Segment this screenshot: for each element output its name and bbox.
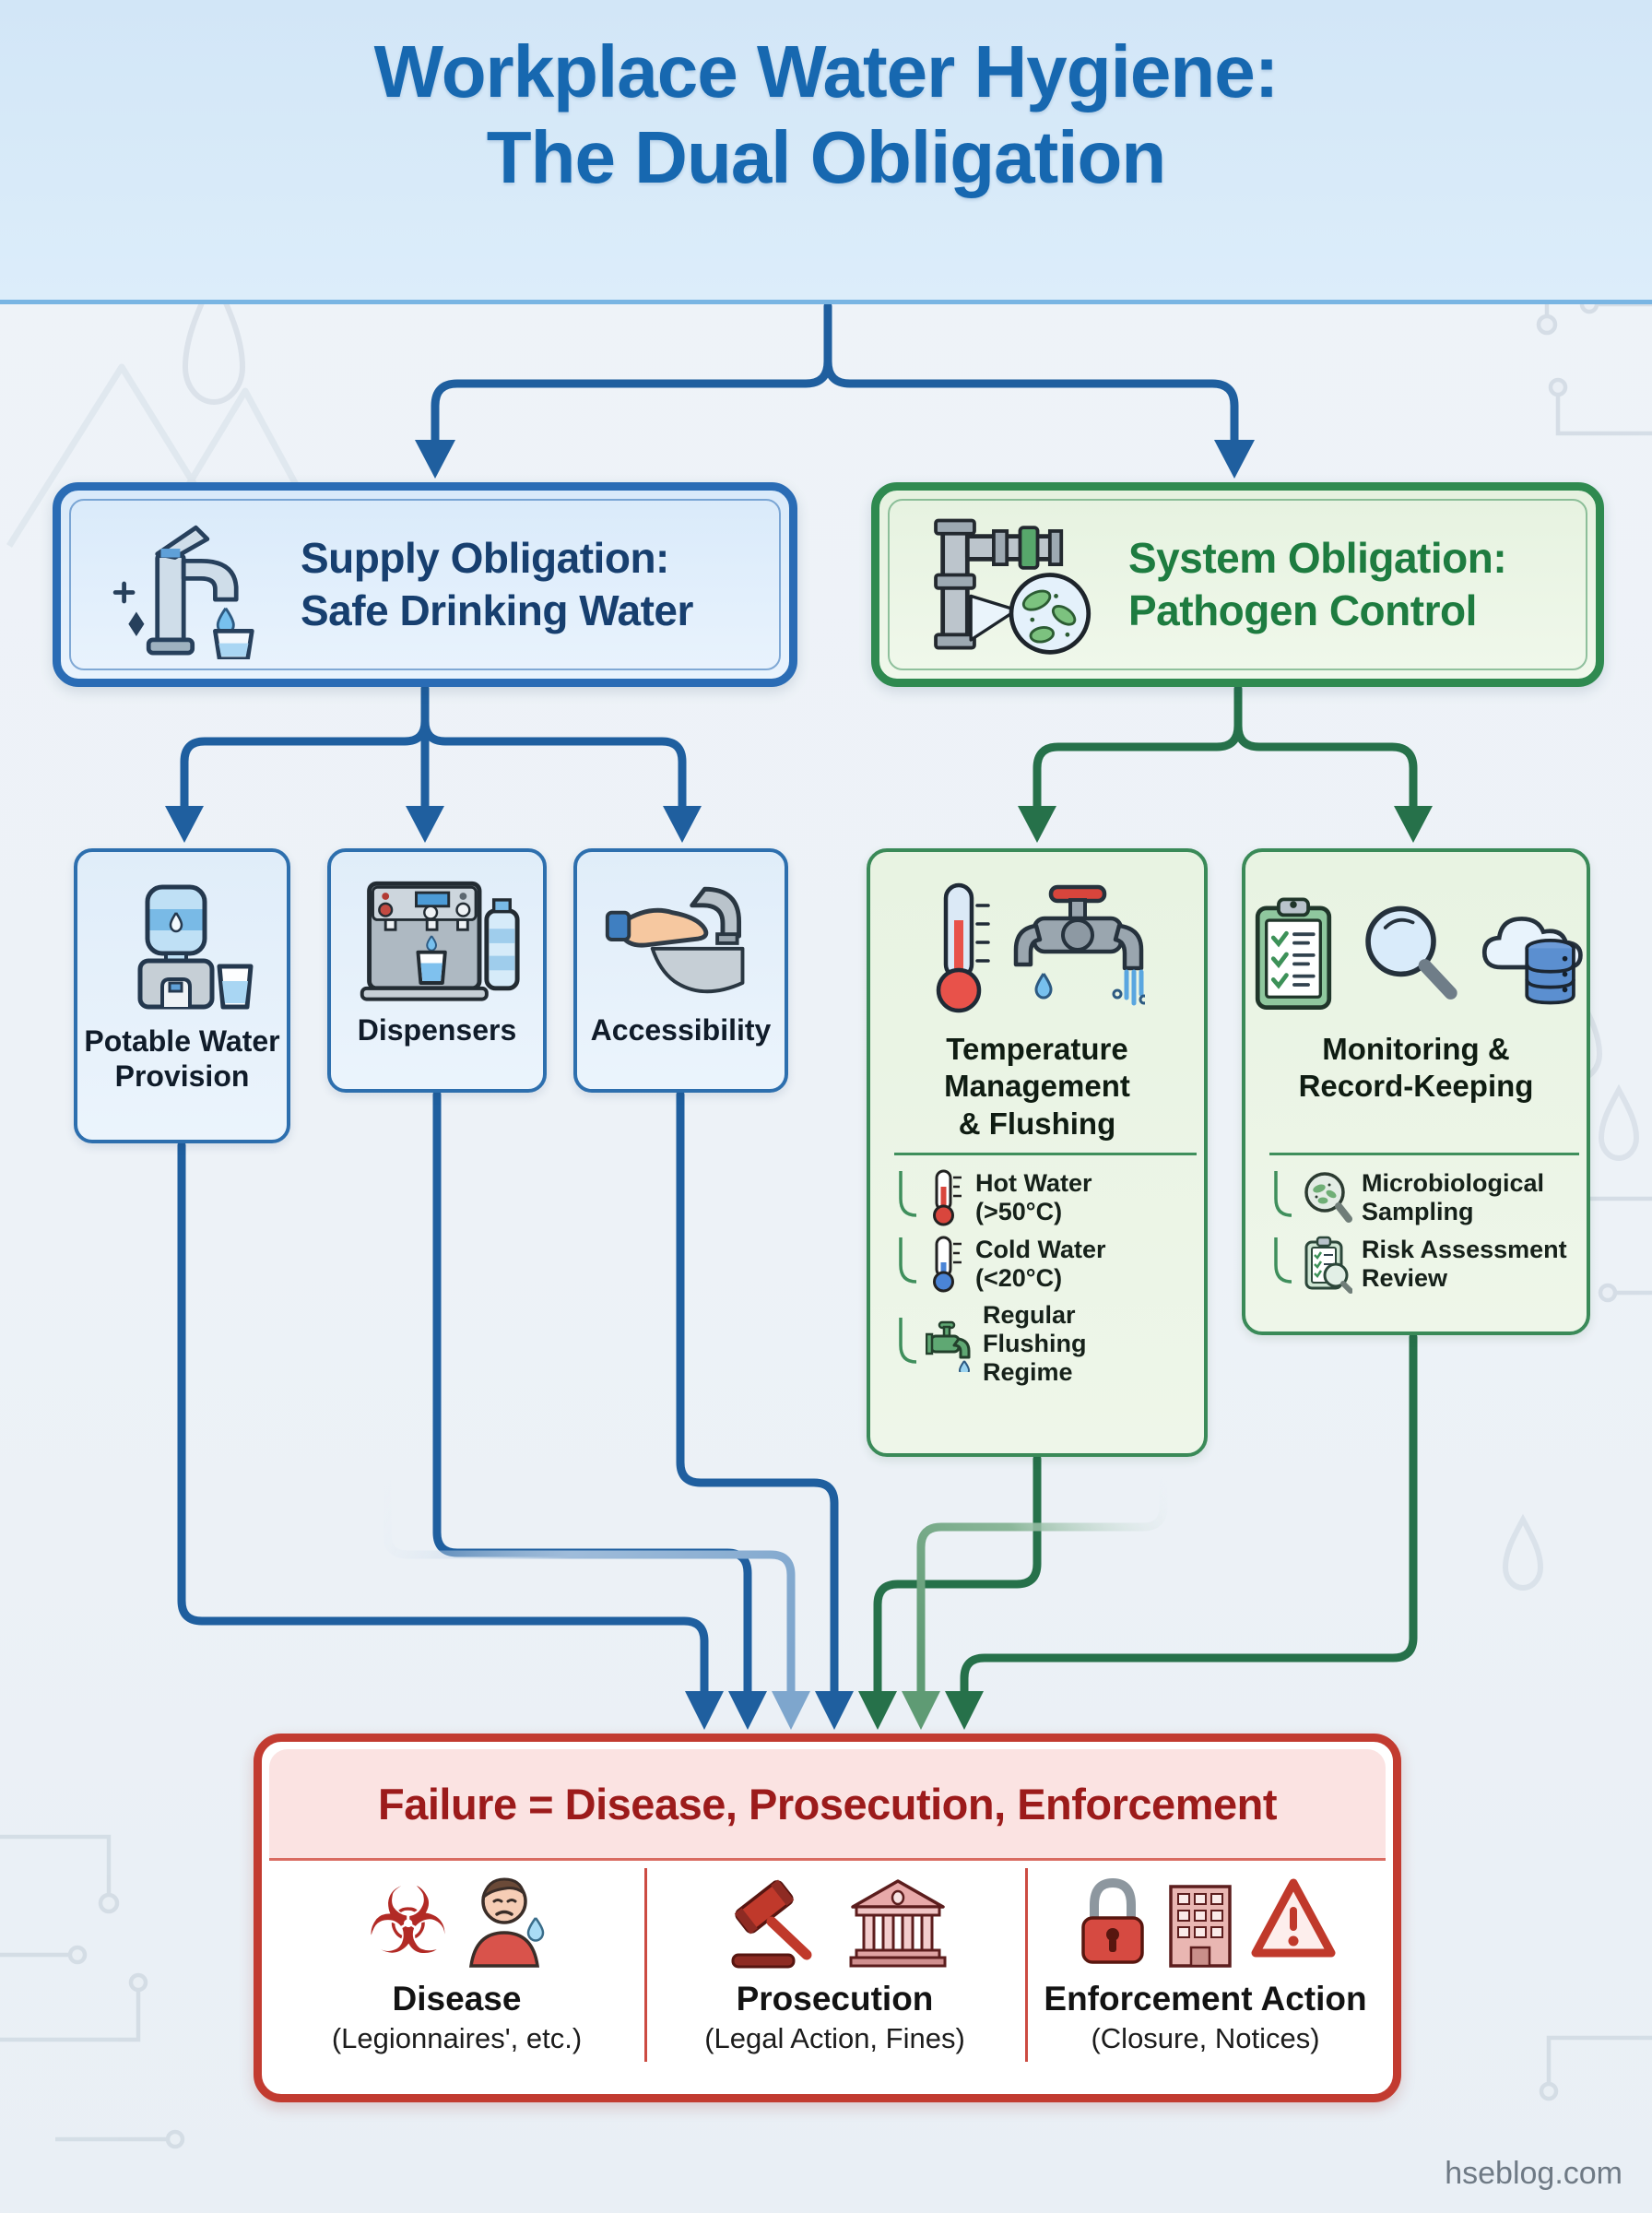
pipe-pathogen-icon xyxy=(934,518,1092,655)
bracket-icon xyxy=(899,1171,916,1217)
bracket-icon xyxy=(899,1317,916,1364)
risk-assessment-label: Risk Assessment Review xyxy=(1362,1235,1567,1292)
dispensers-box: Dispensers xyxy=(327,848,547,1093)
accessibility-label: Accessibility xyxy=(590,1013,772,1047)
green-tap-icon xyxy=(926,1320,971,1372)
bracket-icon xyxy=(899,1237,916,1284)
list-item-microbiological: Microbiological Sampling xyxy=(1269,1168,1579,1227)
checklist-clipboard-icon xyxy=(1255,897,1332,1010)
droplet-watermark xyxy=(1598,1083,1640,1161)
potable-water-provision-label: Potable Water Provision xyxy=(84,1024,280,1094)
cloud-database-icon xyxy=(1481,917,1583,1005)
disease-subtitle: (Legionnaires', etc.) xyxy=(331,2021,583,2054)
potable-water-provision-box: Potable Water Provision xyxy=(74,848,290,1143)
supply-obligation-box: Supply Obligation: Safe Drinking Water xyxy=(53,482,797,687)
tap-red-handle-icon xyxy=(1013,884,1145,1006)
page-title: The Dual Obligation xyxy=(486,115,1167,198)
prosecution-subtitle: (Legal Action, Fines) xyxy=(704,2021,965,2054)
header-band: Workplace Water Hygiene: The Dual Obliga… xyxy=(0,0,1652,304)
system-obligation-box: System Obligation: Pathogen Control xyxy=(871,482,1604,687)
petri-magnifier-icon xyxy=(1304,1172,1352,1223)
fading-blue-connector xyxy=(383,1471,796,1698)
green-connectors xyxy=(873,684,1418,1698)
water-cooler-icon xyxy=(137,884,253,1010)
dispenser-machine-icon xyxy=(360,881,520,1001)
courthouse-icon xyxy=(849,1879,946,1968)
supply-obligation-title: Supply Obligation: Safe Drinking Water xyxy=(301,533,693,634)
flushing-regime-label: Regular Flushing Regime xyxy=(983,1301,1087,1387)
cold-water-label: Cold Water (<20°C) xyxy=(975,1235,1106,1292)
dispensers-label: Dispensers xyxy=(357,1013,517,1047)
padlock-icon xyxy=(1080,1877,1144,1964)
enforcement-subtitle: (Closure, Notices) xyxy=(1091,2021,1320,2054)
droplet-watermark xyxy=(182,270,246,405)
fading-green-connector xyxy=(916,1471,1168,1698)
failure-item-enforcement: Enforcement Action (Closure, Notices) xyxy=(1025,1861,1386,2082)
monitoring-sublist: Microbiological Sampling Risk Ass xyxy=(1269,1153,1579,1322)
clipboard-magnifier-icon xyxy=(1304,1236,1352,1294)
microbiological-sampling-label: Microbiological Sampling xyxy=(1362,1168,1545,1225)
arrowheads xyxy=(165,440,1433,1730)
droplet-watermark xyxy=(1502,1513,1544,1591)
sick-person-icon xyxy=(469,1877,545,1968)
page-title: Workplace Water Hygiene: xyxy=(373,30,1280,112)
website-credit: hseblog.com xyxy=(1445,2156,1622,2191)
disease-title: Disease xyxy=(392,1980,522,2018)
list-item-hot-water: Hot Water (>50°C) xyxy=(894,1168,1197,1227)
thermometer-hot-icon xyxy=(933,1169,962,1226)
bracket-icon xyxy=(1274,1171,1292,1217)
bracket-icon xyxy=(1274,1237,1292,1284)
warning-triangle-icon xyxy=(1251,1878,1335,1958)
divider xyxy=(644,1868,647,2062)
list-item-cold-water: Cold Water (<20°C) xyxy=(894,1235,1197,1294)
temperature-management-box: Temperature Management & Flushing Hot Wa… xyxy=(867,848,1208,1457)
gavel-icon xyxy=(731,1879,811,1969)
failure-item-disease: ☣ Disease (Legionnaires', etc.) xyxy=(269,1861,644,2082)
hand-faucet-sink-icon xyxy=(605,886,744,994)
hot-water-label: Hot Water (>50°C) xyxy=(975,1168,1092,1225)
monitoring-record-keeping-box: Monitoring & Record-Keeping Microbiologi… xyxy=(1242,848,1590,1335)
magnifier-icon xyxy=(1365,905,1457,1000)
closed-building-icon xyxy=(1168,1885,1232,1968)
system-obligation-title: System Obligation: Pathogen Control xyxy=(1128,533,1507,634)
divider xyxy=(1025,1868,1028,2062)
monitoring-title: Monitoring & Record-Keeping xyxy=(1298,1032,1534,1104)
enforcement-title: Enforcement Action xyxy=(1044,1980,1367,2018)
failure-item-prosecution: Prosecution (Legal Action, Fines) xyxy=(644,1861,1025,2082)
faucet-icon xyxy=(112,525,254,659)
failure-body: ☣ Disease (Legionnaires', etc.) xyxy=(269,1861,1386,2082)
list-item-risk-assessment: Risk Assessment Review xyxy=(1269,1235,1579,1294)
thermometer-cold-icon xyxy=(933,1236,962,1293)
list-item-flushing: Regular Flushing Regime xyxy=(894,1301,1197,1387)
failure-title: Failure = Disease, Prosecution, Enforcem… xyxy=(269,1749,1386,1861)
temperature-sublist: Hot Water (>50°C) Cold Water (<20°C) xyxy=(894,1153,1197,1444)
biohazard-icon: ☣ xyxy=(366,1867,450,1975)
temperature-management-title: Temperature Management & Flushing xyxy=(944,1032,1130,1141)
accessibility-box: Accessibility xyxy=(573,848,788,1093)
failure-box: Failure = Disease, Prosecution, Enforcem… xyxy=(254,1734,1401,2102)
prosecution-title: Prosecution xyxy=(736,1980,934,2018)
thermometer-icon xyxy=(936,882,990,1013)
